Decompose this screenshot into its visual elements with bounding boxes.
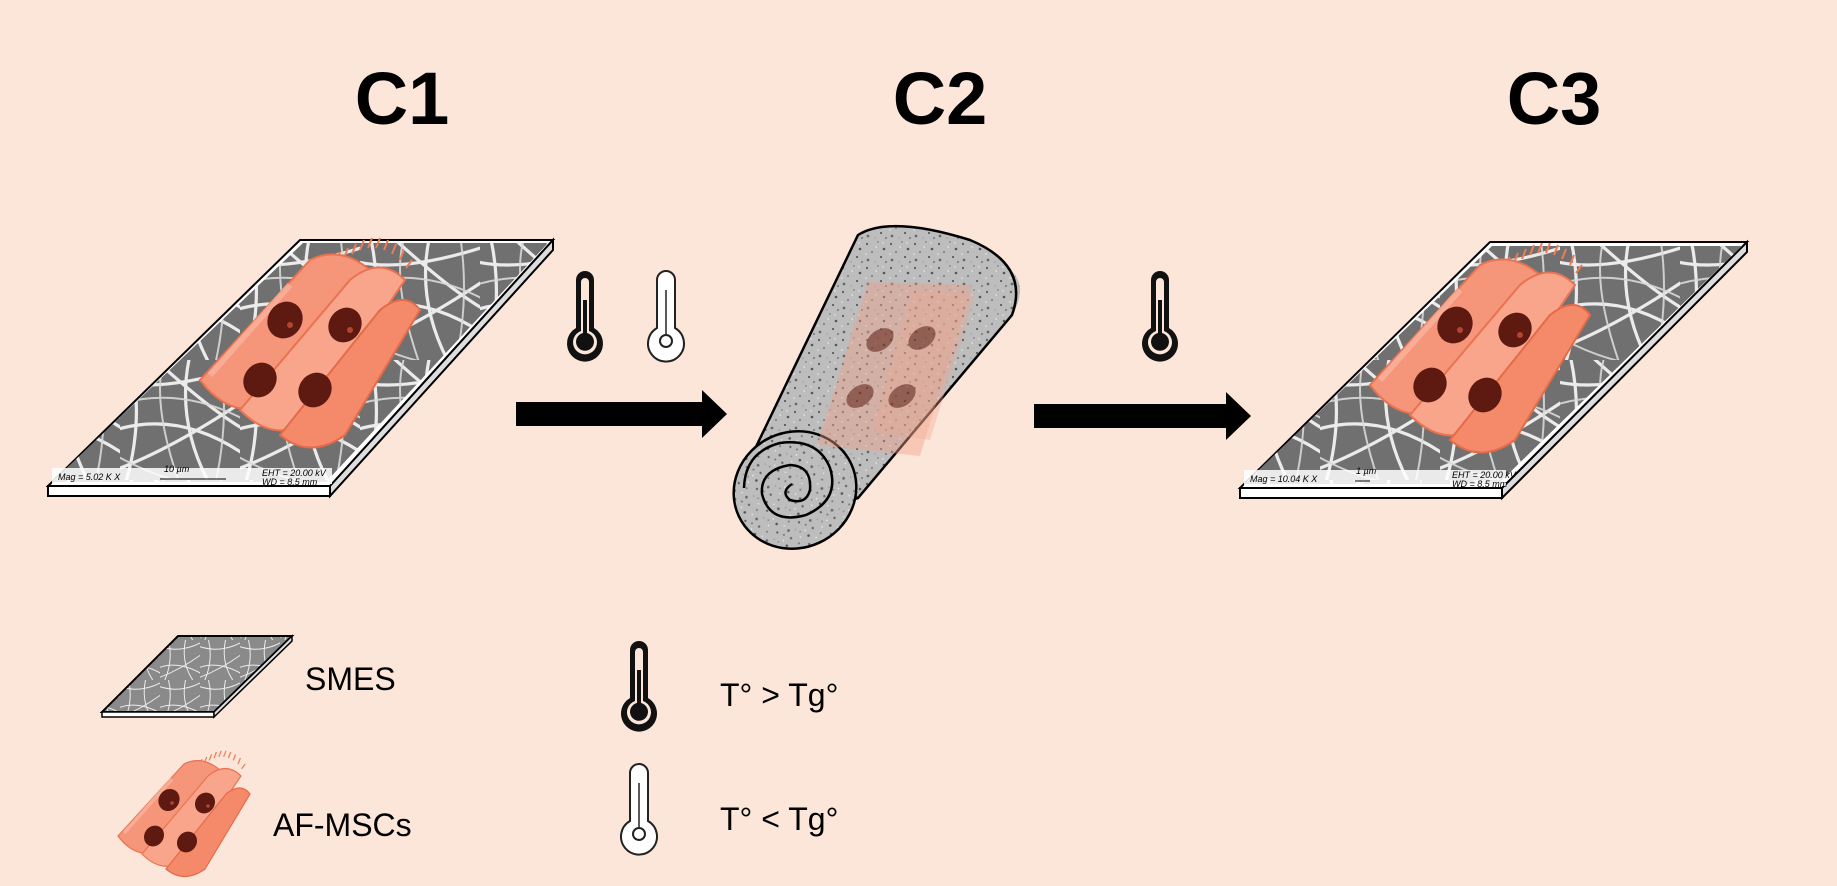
legend-thermometer-filled-icon	[621, 641, 657, 732]
sem-scale-c1: 10 µm	[164, 464, 190, 474]
thermometer-filled-icon-2	[1142, 271, 1178, 362]
sem-scale-c3: 1 µm	[1356, 466, 1377, 476]
sem-wd-c1: WD = 8.5 mm	[262, 477, 318, 487]
arrow-right-icon	[516, 390, 727, 438]
sem-eht-c1: EHT = 20.00 kV	[262, 468, 327, 478]
thermometer-filled-icon	[567, 271, 603, 362]
legend: SMES AF-MSCs T° > Tg° T° < Tg°	[99, 634, 838, 879]
sem-mag-c1: Mag = 5.02 K X	[58, 472, 121, 482]
legend-cold-label: T° < Tg°	[720, 801, 838, 837]
legend-thermometer-empty-icon	[620, 763, 658, 856]
legend-cells-label: AF-MSCs	[273, 807, 412, 843]
legend-hot-label: T° > Tg°	[720, 677, 838, 713]
sem-wd-c3: WD = 8.5 mm	[1452, 479, 1508, 489]
legend-smes-swatch	[99, 634, 295, 719]
panel-title-c2: C2	[893, 57, 988, 140]
thermometer-empty-icon	[647, 270, 685, 363]
rolled-scaffold-c2	[732, 224, 1021, 550]
panel-title-c3: C3	[1507, 57, 1602, 140]
legend-cells-swatch	[116, 748, 252, 879]
sem-mag-c3: Mag = 10.04 K X	[1250, 474, 1318, 484]
legend-smes-label: SMES	[305, 661, 396, 697]
sem-eht-c3: EHT = 20.00 kV	[1452, 470, 1517, 480]
panel-title-c1: C1	[355, 57, 450, 140]
arrow-right-icon-2	[1034, 392, 1251, 440]
